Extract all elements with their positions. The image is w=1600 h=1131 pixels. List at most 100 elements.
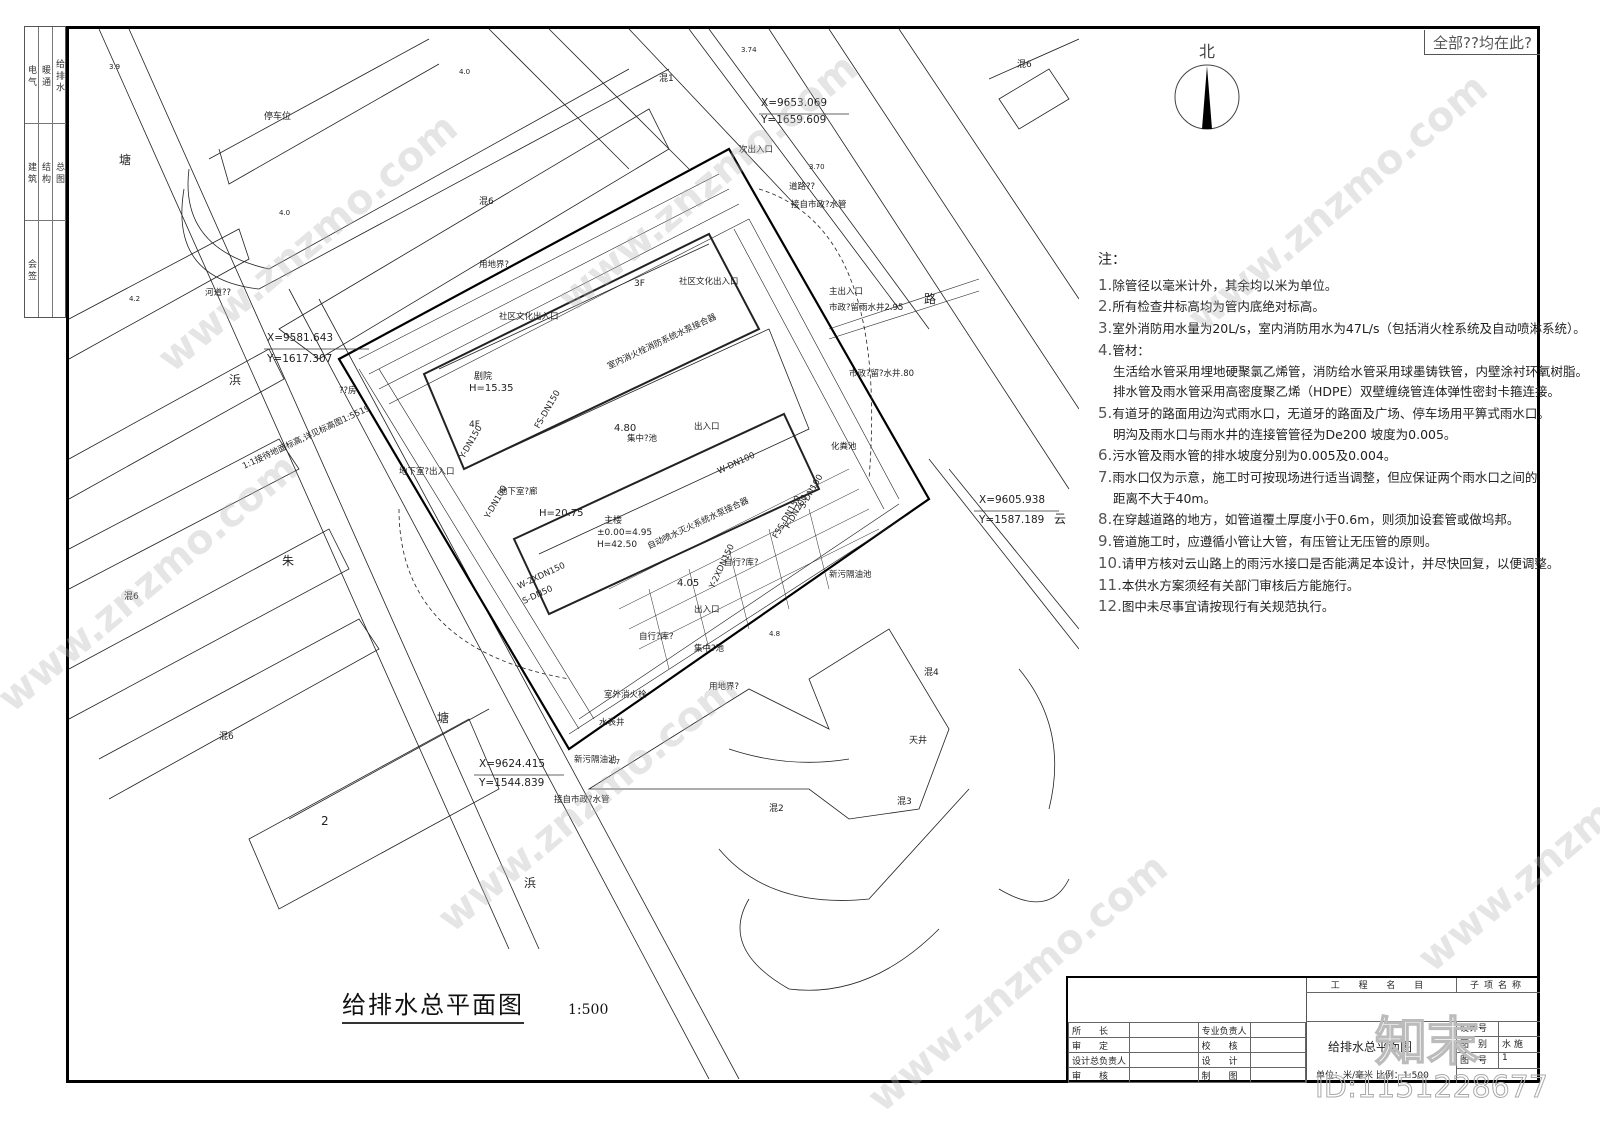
table-row: 审 定 校 核 (1067, 1037, 1307, 1053)
area-label: 混1 (659, 73, 674, 84)
area-label: 2 (321, 814, 329, 828)
countersign-cell (39, 221, 52, 317)
area-label: 混6 (479, 196, 494, 207)
coord-y: Y=1617.307 (266, 353, 332, 365)
note-item: 2.所有检查井标高均为管内底绝对标高。 (1098, 297, 1325, 316)
note-item: 1.除管径以毫米计外，其余均以米为单位。 (1098, 275, 1338, 294)
coord-y: Y=1544.839 (478, 777, 544, 789)
note-item: 明沟及雨水口与雨水井的连接管管径为De200 坡度为0.005。 (1113, 426, 1457, 442)
annotation: 出入口 (694, 421, 720, 432)
annotation: 用地界? (709, 681, 739, 692)
countersign-cell (53, 221, 66, 317)
table-row: 所 长 专业负责人 (1067, 1022, 1307, 1038)
north-label: 北 (1198, 42, 1215, 61)
countersign-strip: 电 气 建 筑 会 签 暖 通 结 构 给 排 水 总 图 (24, 26, 66, 318)
floor-label: 3F (634, 279, 645, 289)
countersign-cell: 会 签 (26, 258, 36, 280)
coord-x: X=9605.938 (979, 494, 1045, 506)
meta-row: 图 别水 施 (1457, 1037, 1540, 1053)
countersign-cell: 电 气 (25, 27, 38, 124)
table-row: 审 核 制 图 (1067, 1067, 1307, 1083)
area-label: 浜 (229, 373, 241, 387)
elevation: 4.7 (609, 758, 620, 766)
elevation: 3.70 (809, 163, 825, 171)
signature-area: 所 长 专业负责人 审 定 校 核 设计总负责人 设 计 审 核 制 图 (1067, 978, 1307, 1083)
podium-height: H=20.75 (539, 508, 584, 519)
area-label: 云 (1054, 512, 1066, 526)
notes-title: 注： (1098, 252, 1126, 268)
annotation: 水表井 (599, 717, 625, 728)
annotation: 接自市政?水管 (554, 794, 610, 805)
watermark-logo: 知末 (1374, 1012, 1480, 1074)
pipe-label: W-DN100 (716, 451, 757, 477)
elevation: 4.05 (677, 578, 699, 589)
table-row: 设计总负责人 设 计 (1067, 1052, 1307, 1068)
annotation: 市政?留?水井.80 (849, 368, 914, 379)
building-elevation: ±0.00=4.95 (597, 528, 652, 538)
annotation: 地下室?廊 (499, 486, 538, 497)
area-label: 朱 (282, 554, 294, 568)
item-name-label: 子项名称 (1456, 978, 1540, 993)
divider (1306, 1021, 1540, 1022)
title-block: 所 长 专业负责人 审 定 校 核 设计总负责人 设 计 审 核 制 图 工 程… (1066, 976, 1540, 1083)
annotation: 河道?? (205, 287, 231, 298)
countersign-column: 暖 通 结 构 (39, 27, 53, 317)
annotation: 出入口 (694, 604, 720, 615)
area-label: 混3 (897, 796, 912, 807)
area-label: 混4 (924, 667, 939, 678)
annotation: 用地界? (479, 259, 509, 270)
drawing-name: 给排水总平面图 (1328, 1040, 1413, 1054)
annotation: 新污隔油池 (829, 569, 872, 580)
annotation: 自行?库? (639, 631, 674, 642)
coord-x: X=9653.069 (761, 97, 827, 109)
annotation: 地下室?出入口 (399, 466, 455, 477)
elevation: 4.80 (614, 423, 636, 434)
note-item: 12.图中未尽事宜请按现行有关规范执行。 (1098, 597, 1335, 616)
north-arrow: 北 (1172, 38, 1242, 138)
elevation: 3.9 (109, 63, 120, 71)
floor-label: 4F (469, 420, 480, 430)
annotation: 集中?池 (694, 643, 725, 654)
annotation: 主出入口 (829, 286, 863, 297)
annotation: 次出入口 (739, 144, 773, 155)
area-label: 路 (924, 291, 936, 306)
annotation: 新污隔油池 (574, 754, 617, 765)
drawing-info-area: 工 程 名 目 子项名称 给排水总平面图 单位：米/毫米 比例：1:500 设计… (1306, 978, 1540, 1083)
building-name: 剧院 (474, 370, 492, 382)
elevation: 4.2 (129, 295, 140, 303)
elevation: 4.0 (279, 209, 290, 217)
countersign-cell: 结 构 (39, 124, 52, 221)
building-name: 主楼 (604, 514, 622, 526)
countersign-cell: 建 筑 (25, 124, 38, 221)
note-item: 排水管及雨水管采用高密度聚乙烯（HDPE）双壁缠绕管连体弹性密封卡箍连接。 (1113, 384, 1560, 400)
coord-y: Y=1587.189 (978, 514, 1044, 526)
area-label: 混6 (219, 731, 234, 742)
note-item: 5.有道牙的路面用边沟式雨水口，无道牙的路面及广场、停车场用平箅式雨水口。 (1098, 403, 1550, 422)
note-item: 10.请甲方核对云山路上的雨污水接口是否能满足本设计，并尽快回复，以便调整。 (1098, 553, 1560, 572)
signature-table: 所 长 专业负责人 审 定 校 核 设计总负责人 设 计 审 核 制 图 (1067, 1022, 1307, 1083)
annotation: ??房 (339, 385, 357, 396)
project-name-label: 工 程 名 目 (1306, 978, 1457, 993)
annotation: 自动喷水灭火系统水泵接合器 (646, 495, 751, 552)
annotation: 1:1接待地面标高,详见标高图1:5519 (241, 403, 372, 472)
watermark-id: ID:1151228677 (1315, 1070, 1549, 1106)
area-label: 混6 (124, 591, 139, 602)
note-item: 9.管道施工时，应遵循小管让大管，有压管让无压管的原则。 (1098, 532, 1438, 551)
note-item: 11.本供水方案须经有关部门审核后方能施行。 (1098, 575, 1360, 594)
annotation: 市政?留雨水井2.95 (829, 302, 903, 313)
building-height: H=15.35 (469, 383, 514, 394)
unit-scale: 单位：米/毫米 比例：1:500 (1316, 1071, 1429, 1081)
countersign-cell: 给 排 水 (53, 27, 66, 124)
countersign-column: 给 排 水 总 图 (53, 27, 66, 317)
annotation: 集中?池 (627, 433, 658, 444)
pipe-label: Y-DN100 (482, 484, 509, 521)
building-height: H=42.50 (597, 540, 637, 550)
note-item: 7.雨水口仅为示意，施工时可按现场进行适当调整，但应保证两个雨水口之间的 (1098, 468, 1538, 487)
note-item: 4.管材： (1098, 340, 1150, 359)
note-item: 6.污水管及雨水管的排水坡度分别为0.005及0.004。 (1098, 446, 1397, 465)
compass-icon (1174, 64, 1240, 130)
coord-y: Y=1659.609 (760, 114, 826, 126)
note-item: 距离不大于40m。 (1113, 490, 1217, 506)
